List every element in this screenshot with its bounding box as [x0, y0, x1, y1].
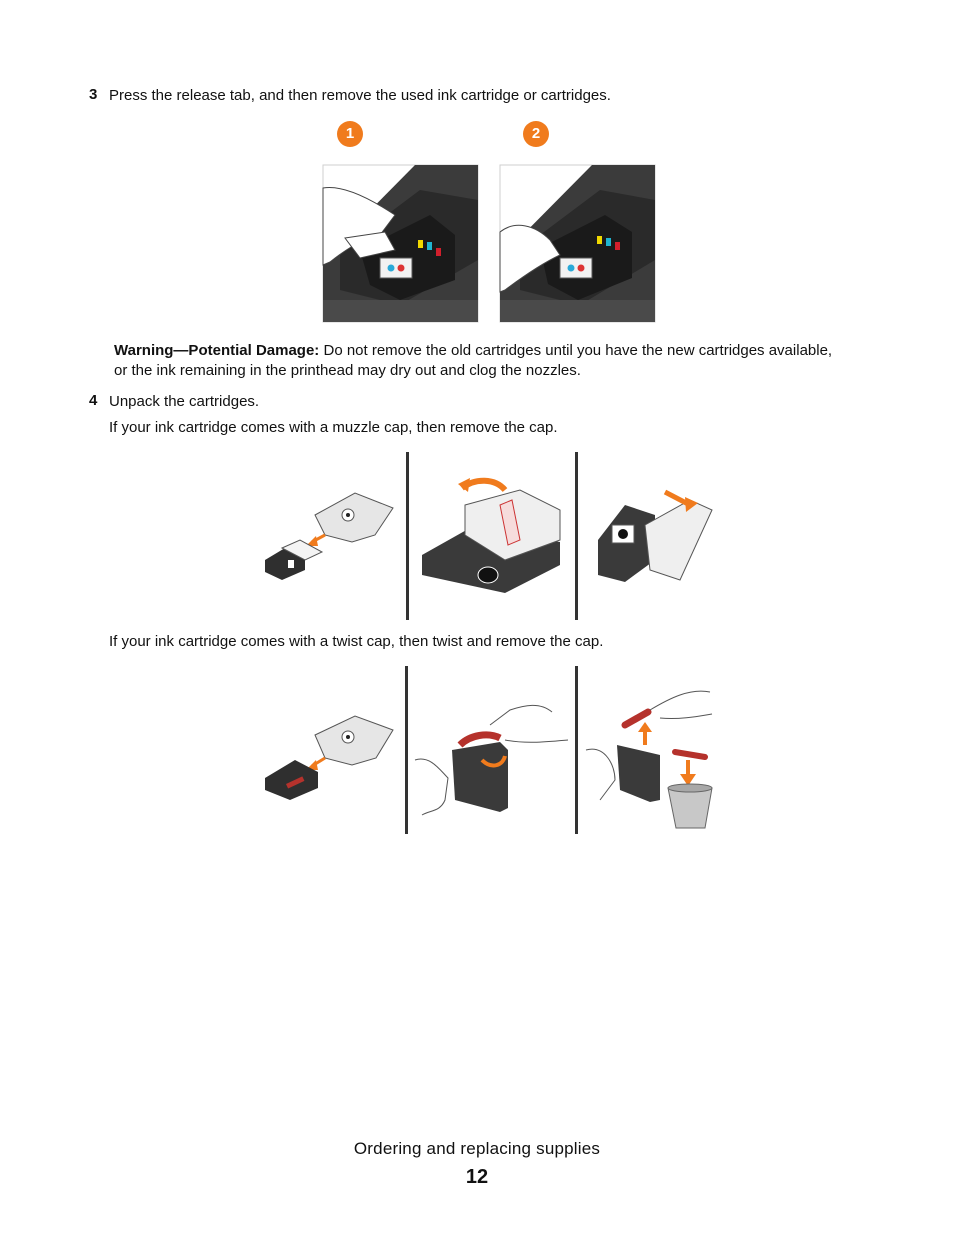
warning-text-1: Do not remove the old cartridges until y…	[319, 342, 833, 359]
twist-cap-text: If your ink cartridge comes with a twist…	[109, 633, 604, 650]
twist-panel-unpack	[265, 715, 394, 800]
step-badge-1	[337, 121, 363, 147]
muzzle-cap-text: If your ink cartridge comes with a muzzl…	[109, 419, 558, 436]
twist-panel-dispose	[585, 690, 713, 829]
muzzle-panel-remove-cap	[422, 477, 561, 593]
muzzle-panel-cap-off	[598, 489, 713, 582]
warning-line-2: or the ink remaining in the printhead ma…	[114, 362, 581, 379]
step-badge-2-label: 2	[531, 125, 541, 142]
twist-panel-twist	[414, 704, 569, 816]
page-number: 12	[465, 1166, 489, 1188]
step-number-4: 4	[89, 392, 98, 409]
warning-label: Warning—Potential Damage:	[114, 342, 320, 359]
printer-panel-2	[499, 164, 656, 323]
step-4-text: Unpack the cartridges.	[109, 393, 260, 410]
printer-panel-1	[322, 164, 479, 323]
muzzle-panel-unpack	[265, 492, 394, 580]
step-badge-1-label: 1	[345, 125, 355, 142]
step-3-text: Press the release tab, and then remove t…	[109, 87, 611, 104]
footer-section-title: Ordering and replacing supplies	[353, 1139, 601, 1158]
step-badge-2	[523, 121, 549, 147]
step-number-3: 3	[89, 86, 98, 103]
warning-line-1: Warning—Potential Damage: Do not remove …	[114, 341, 832, 361]
